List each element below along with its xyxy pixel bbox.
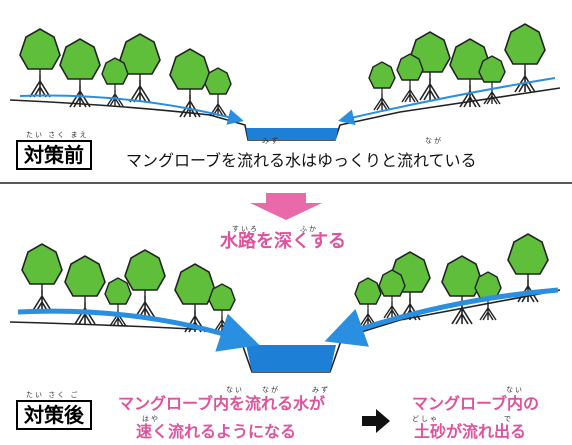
before-label-group: たい さく まえ 対策前 — [16, 132, 92, 170]
after-ruby-nai-2: ない — [506, 386, 524, 394]
after-flow-arrow-left — [17, 308, 260, 352]
before-ruby-mizu: みず — [262, 137, 280, 145]
after-ruby-de: で — [504, 415, 513, 423]
after-ruby-nai: ない — [226, 386, 244, 394]
effect1-line2: 速く流れるようになる — [136, 422, 297, 441]
after-ground-line — [9, 289, 561, 373]
before-ruby-naga: なが — [425, 137, 443, 145]
before-scene — [9, 23, 561, 141]
before-caption: マングローブを流れる水はゆっくりと流れている — [126, 151, 477, 170]
after-flow-arrow-right — [324, 287, 559, 347]
pink-down-arrow — [250, 193, 322, 220]
after-scene — [9, 233, 561, 373]
after-ruby-naga: なが — [262, 386, 280, 394]
result-arrow — [362, 409, 390, 433]
before-water — [246, 128, 338, 140]
after-label-group: たい さく ご 対策後 — [16, 392, 92, 430]
before-label: 対策前 — [16, 140, 92, 170]
step-ruby-fuka: ふか — [300, 225, 318, 233]
after-ruby-dosha: どしゃ — [412, 415, 439, 423]
after-water — [246, 345, 336, 372]
after-ruby-mizu: みず — [312, 386, 330, 394]
effect2-line2: 土砂が流れ出る — [414, 422, 527, 441]
after-label-ruby: たい さく ご — [26, 391, 80, 399]
effect1-line1: マングローブ内を流れる水が — [118, 394, 326, 413]
before-flow-arrow-left — [19, 94, 244, 125]
before-flow-arrow-right — [338, 77, 556, 126]
after-label: 対策後 — [16, 400, 92, 430]
after-ruby-haya: はや — [142, 415, 160, 423]
effect2-line1: マングローブ内の — [412, 394, 540, 413]
step-text: 水路を深くする — [220, 231, 346, 252]
step-ruby-suiro: すいろ — [232, 225, 259, 233]
before-label-ruby: たい さく まえ — [26, 131, 89, 139]
